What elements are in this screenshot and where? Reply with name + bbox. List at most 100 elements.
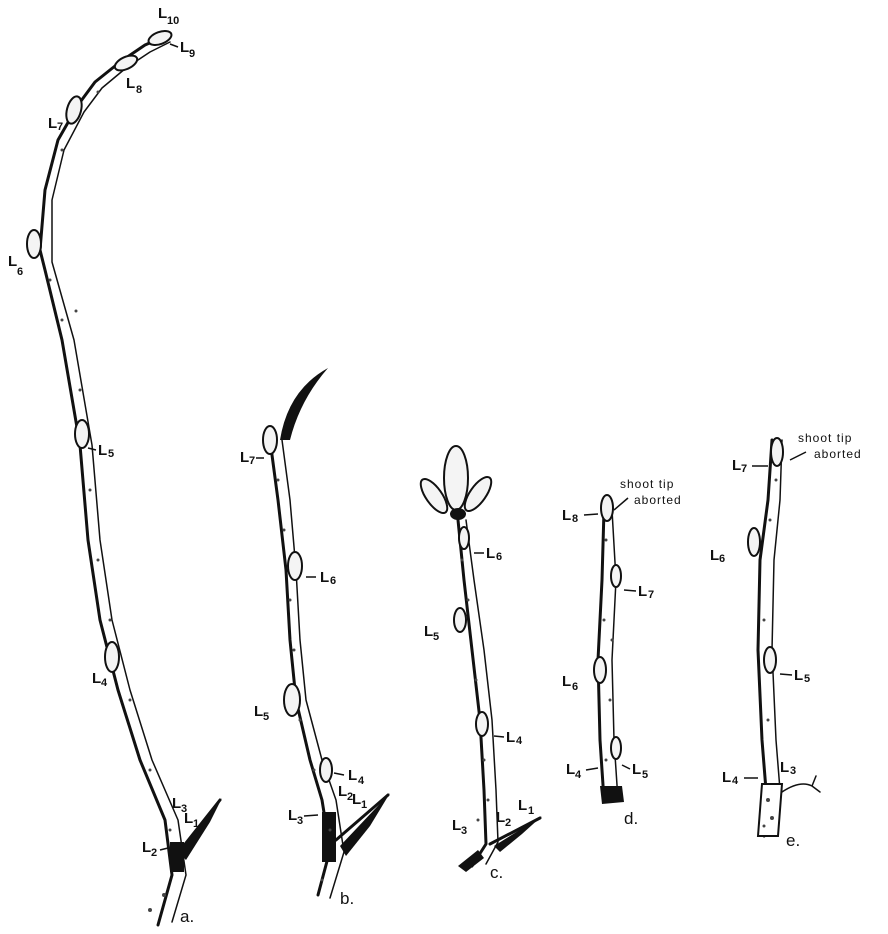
shoot-b-arrow-l3 — [304, 815, 318, 816]
shoot-b-bud-l6 — [288, 552, 302, 580]
shoot-d-label-l4-sub: 4 — [575, 769, 582, 781]
shoot-b-label-l4: L — [348, 767, 357, 784]
shoot-a-label-l6-sub: 6 — [17, 266, 23, 278]
shoot-b-bud-l5 — [284, 684, 300, 716]
shoot-d-label-l5-sub: 5 — [642, 769, 648, 781]
shoot-e-label-l5: L — [794, 667, 803, 684]
shoot-e-label-l3-sub: 3 — [790, 765, 796, 777]
shoot-b-label-l5: L — [254, 703, 263, 720]
shoot-c-arrow-l4 — [494, 736, 504, 737]
shoot-c-label-l5-sub: 5 — [433, 631, 439, 643]
shoot-c-label-l4: L — [506, 729, 515, 746]
shoot-d-arrow-l5 — [622, 765, 630, 769]
shoot-a-label-l1: L — [184, 810, 193, 827]
shoot-a-bud-l5 — [75, 420, 89, 448]
shoot-c-stem-edge — [466, 520, 498, 864]
shoot-d-label-l6-sub: 6 — [572, 681, 578, 693]
shoot-a-bud-l8 — [113, 52, 140, 73]
shoot-e-label-l3: L — [780, 759, 789, 776]
shoot-d-note-line1: shoot tip — [620, 477, 674, 491]
shoot-d-panel-letter: d. — [624, 809, 638, 828]
shoot-b-label-l1: L — [352, 791, 361, 808]
shoot-e-panel-letter: e. — [786, 831, 800, 850]
shoot-e-stem-edge — [772, 440, 782, 836]
shoot-e-root-twig — [782, 776, 820, 792]
shoot-c-label-l1-sub: 1 — [528, 805, 534, 817]
shoot-a-label-l5: L — [98, 442, 107, 459]
shoot-a-label-l8-sub: 8 — [136, 84, 142, 96]
shoot-d-label-l8: L — [562, 507, 571, 524]
shoot-d: shoot tip aborted L 8 L 7 L 6 L 4 L 5 d. — [562, 477, 682, 828]
shoot-e-bud-l6 — [748, 528, 760, 556]
shoot-b-basal-scar — [322, 812, 336, 862]
shoot-e-note-arrow — [790, 452, 806, 460]
shoot-e-stem — [758, 440, 772, 836]
shoot-c-bud-l5 — [454, 608, 466, 632]
shoot-d-bud-l7 — [611, 565, 621, 587]
shoot-d-base — [600, 786, 624, 804]
shoot-a-label-l7-sub: 7 — [57, 121, 63, 133]
shoot-c-label-l6: L — [486, 545, 495, 562]
shoot-e-label-l7-sub: 7 — [741, 463, 747, 475]
shoot-b-bud-l4 — [320, 758, 332, 782]
shoot-c-label-l6-sub: 6 — [496, 551, 502, 563]
shoot-a-panel-letter: a. — [180, 907, 194, 926]
shoot-a-bud-l10 — [147, 28, 174, 47]
shoot-b-label-l7-sub: 7 — [249, 455, 255, 467]
shoot-c-terminal-node — [450, 508, 466, 520]
shoot-d-stem — [598, 510, 604, 800]
shoot-a-arrow-l9 — [170, 44, 178, 47]
shoot-b-terminal-leaf — [280, 368, 328, 440]
shoot-b-label-l7: L — [240, 449, 249, 466]
shoot-e-note-line2: aborted — [814, 447, 862, 461]
shoot-d-label-l7-sub: 7 — [648, 589, 654, 601]
shoot-c-label-l2: L — [496, 809, 505, 826]
shoot-d-bud-l8 — [601, 495, 613, 521]
shoot-c-bud-l6 — [459, 527, 469, 549]
shoot-c: L 6 L 5 L 4 L 1 L 2 L 3 c. — [416, 446, 542, 882]
shoot-a-label-l2-sub: 2 — [151, 847, 157, 859]
shoot-a-bud-l4 — [105, 642, 119, 672]
shoot-e-label-l6-sub: 6 — [719, 553, 725, 565]
shoot-a-label-l10-sub: 10 — [167, 15, 179, 27]
shoot-d-bud-l5 — [611, 737, 621, 759]
shoot-a-label-l4-sub: 4 — [101, 677, 108, 689]
shoot-d-arrow-l8 — [584, 514, 598, 515]
shoot-d-bud-l6 — [594, 657, 606, 683]
shoot-a-label-l7: L — [48, 115, 57, 132]
shoot-c-bud-l4 — [476, 712, 488, 736]
shoot-d-arrow-l4 — [586, 768, 598, 770]
shoot-c-stem — [458, 520, 486, 866]
shoot-e-label-l6: L — [710, 547, 719, 564]
shoot-d-label-l5: L — [632, 761, 641, 778]
shoot-d-label-l4: L — [566, 761, 575, 778]
shoot-e-label-l4-sub: 4 — [732, 775, 739, 787]
shoot-c-label-l1: L — [518, 797, 527, 814]
shoot-a-label-l4: L — [92, 670, 101, 687]
shoot-a-label-l5-sub: 5 — [108, 448, 114, 460]
shoot-b-bud-l7 — [263, 426, 277, 454]
shoot-b-label-l6: L — [320, 569, 329, 586]
shoot-a-label-l2: L — [142, 839, 151, 856]
shoot-a: L 10 L 9 L 8 L 7 L 6 L 5 L 4 L 3 L 1 L 2… — [8, 5, 222, 926]
shoot-d-label-l7: L — [638, 583, 647, 600]
shoot-e-label-l7: L — [732, 457, 741, 474]
shoot-a-label-l9: L — [180, 39, 189, 56]
shoot-d-note-line2: aborted — [634, 493, 682, 507]
shoot-a-label-l8: L — [126, 75, 135, 92]
shoot-e: shoot tip aborted L 7 L 6 L 5 L 4 L 3 e. — [710, 431, 862, 850]
shoot-c-label-l4-sub: 4 — [516, 735, 523, 747]
shoot-a-basal-scar — [170, 842, 184, 872]
shoot-c-terminal-bud-center — [444, 446, 468, 510]
shoot-d-arrow-l7 — [624, 590, 636, 591]
shoot-c-label-l5: L — [424, 623, 433, 640]
shoot-e-bud-l7 — [771, 438, 783, 466]
shoot-d-note-arrow — [614, 498, 628, 510]
shoot-e-arrow-l5 — [780, 674, 792, 675]
shoot-b-label-l3-sub: 3 — [297, 815, 303, 827]
shoot-a-label-l3: L — [172, 795, 181, 812]
shoot-a-label-l1-sub: 1 — [193, 818, 199, 830]
shoot-b-label-l1-sub: 1 — [361, 799, 367, 811]
shoot-a-label-l10: L — [158, 5, 167, 22]
